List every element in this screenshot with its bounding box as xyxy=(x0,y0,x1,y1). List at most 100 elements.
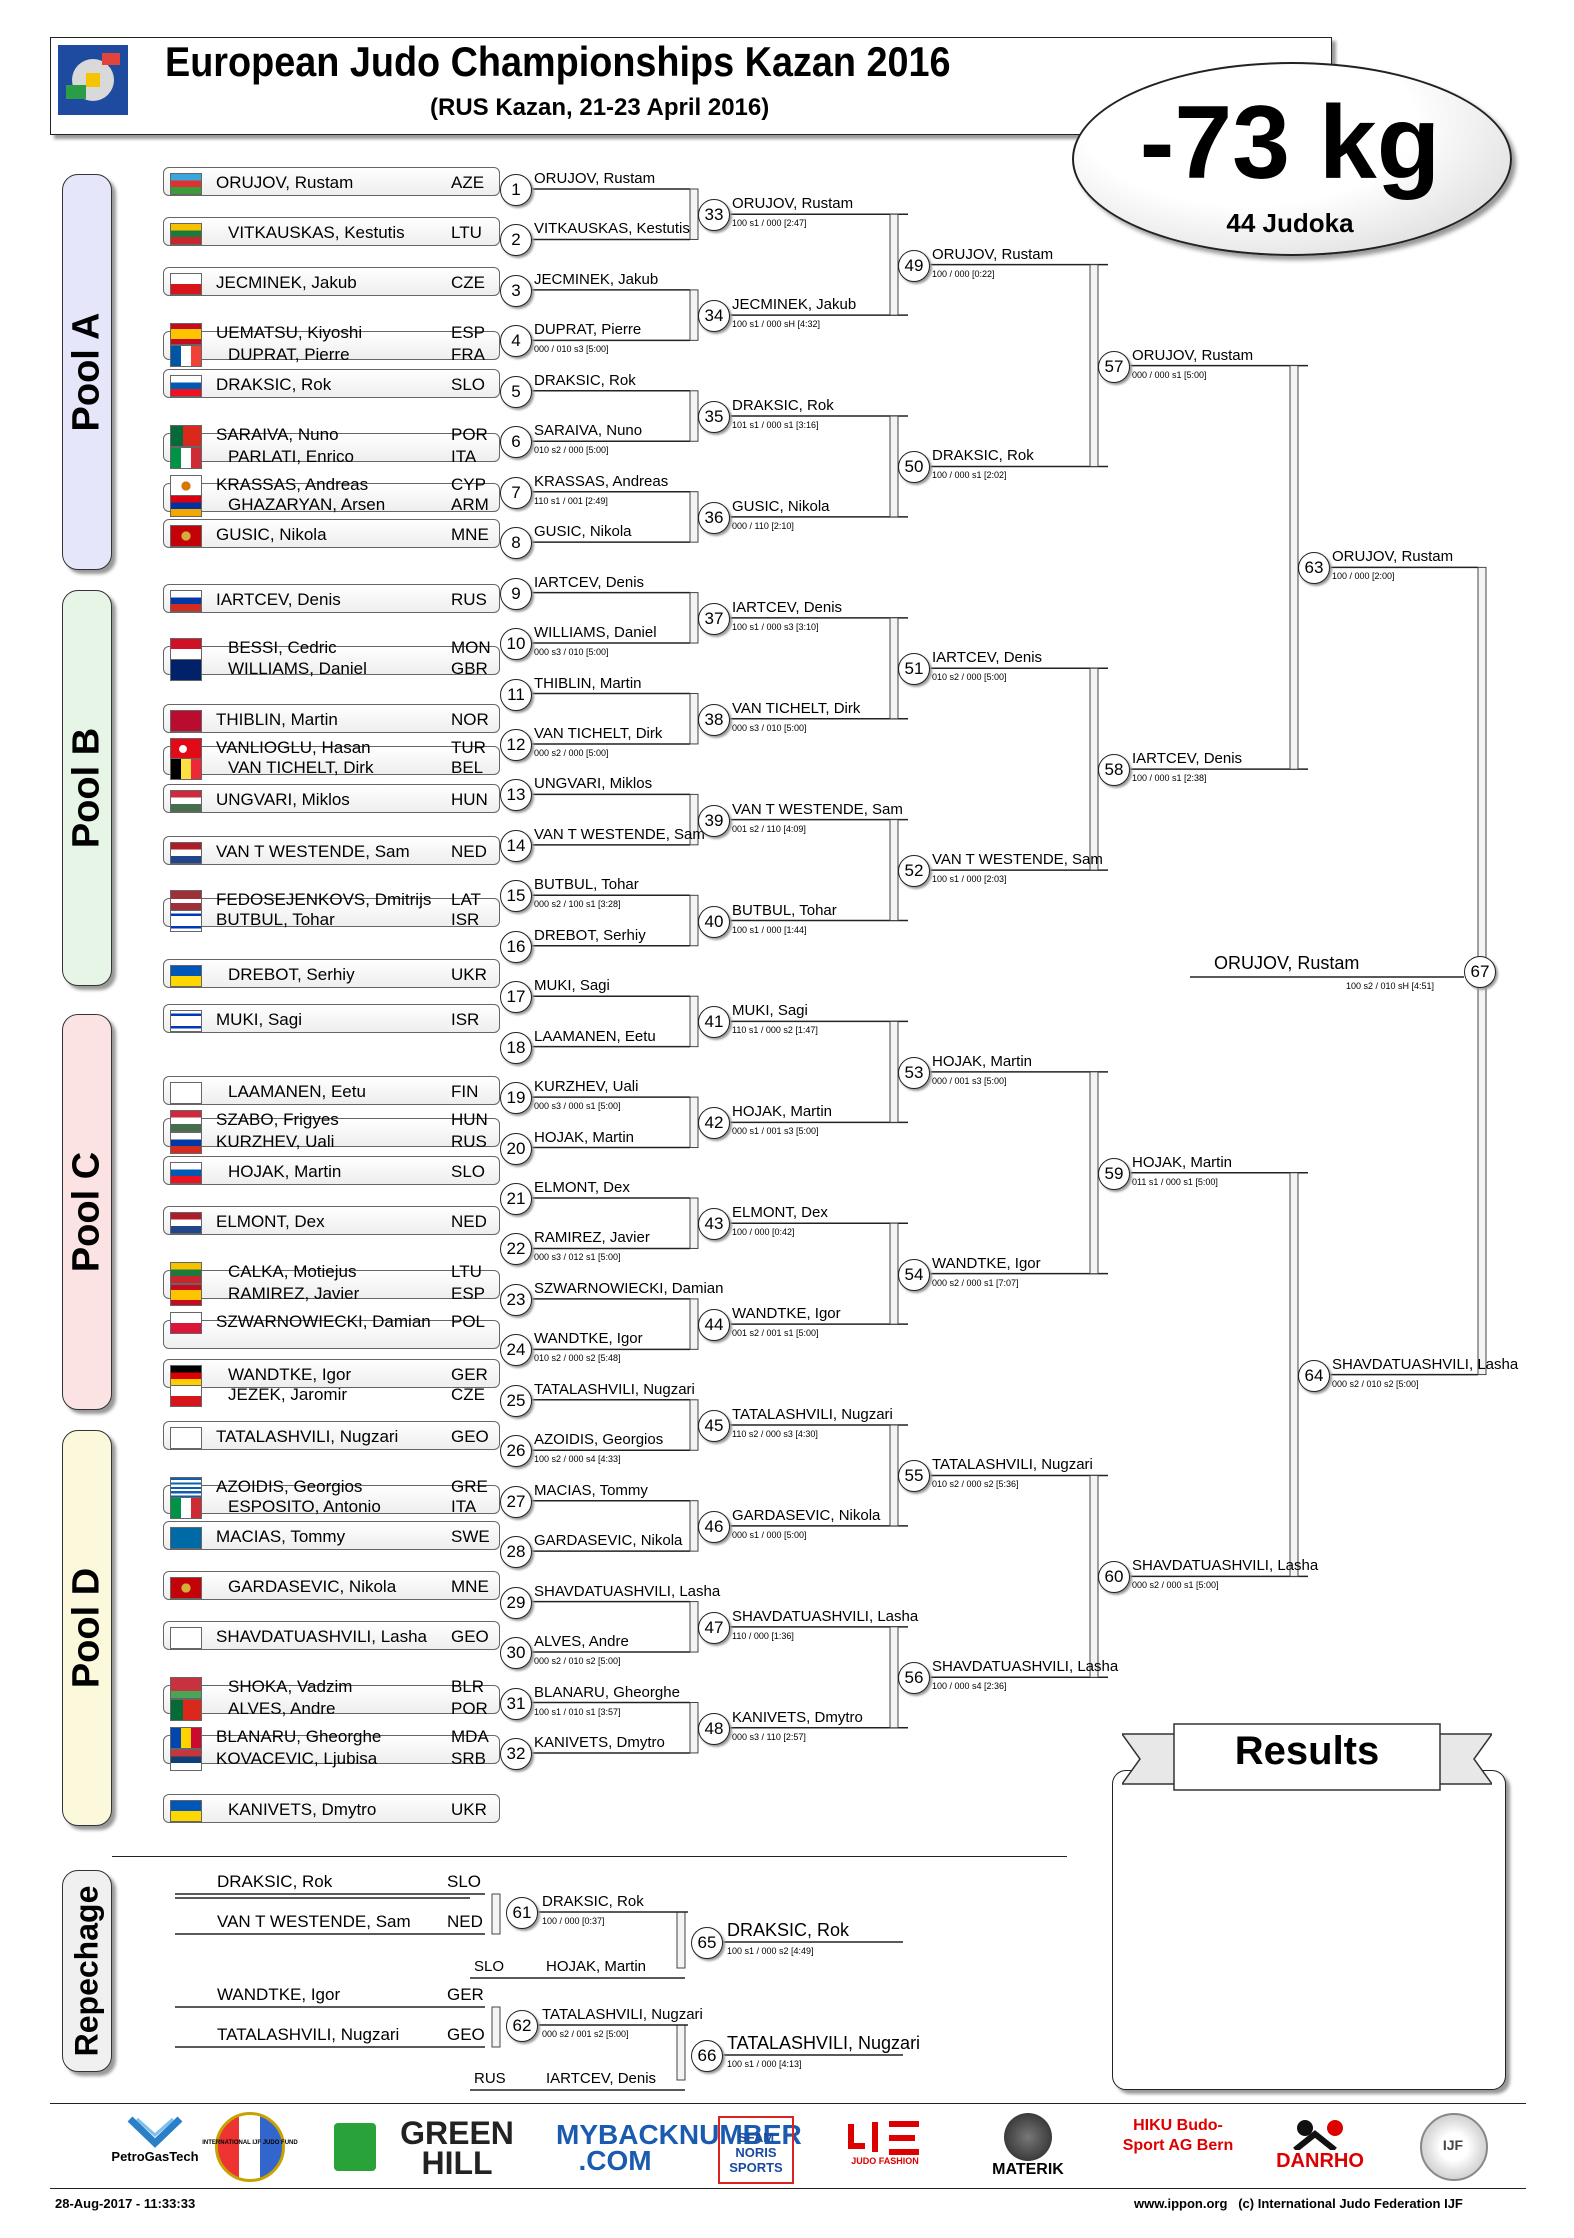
rus-flag-icon xyxy=(170,1132,202,1154)
country-code: CZE xyxy=(451,1385,485,1404)
bronze-opponent-name[interactable]: IARTCEV, Denis xyxy=(546,2070,657,2087)
ukr-flag-icon xyxy=(170,965,202,987)
competitor-name[interactable]: DUPRAT, Pierre xyxy=(228,345,350,364)
footer-timestamp: 28-Aug-2017 - 11:33:33 xyxy=(55,2196,196,2211)
winner-name: DRAKSIC, Rok xyxy=(932,447,1034,465)
sponsor-danrho: DANRHO xyxy=(1270,2116,1370,2180)
competitor-name[interactable]: MUKI, Sagi xyxy=(216,1010,302,1029)
competitor-name[interactable]: WILLIAMS, Daniel xyxy=(228,659,367,678)
winner-name: LAAMANEN, Eetu xyxy=(534,1027,656,1045)
competitor-name[interactable]: VANLIOGLU, Hasan xyxy=(216,738,371,757)
repechage-code: NED xyxy=(447,1912,483,1931)
competitor-name[interactable]: VAN TICHELT, Dirk xyxy=(228,758,374,777)
competitor-name[interactable]: BUTBUL, Tohar xyxy=(216,910,335,929)
winner-name: VAN T WESTENDE, Sam xyxy=(732,800,903,818)
repechage-competitor[interactable]: DRAKSIC, Rok xyxy=(217,1872,333,1891)
competitor-name[interactable]: GARDASEVIC, Nikola xyxy=(228,1577,397,1596)
hun-flag-icon xyxy=(170,1110,202,1132)
winner-name: MUKI, Sagi xyxy=(732,1002,808,1020)
competitor-name[interactable]: UNGVARI, Miklos xyxy=(216,790,350,809)
winner-name: GUSIC, Nikola xyxy=(732,497,830,515)
country-code: MNE xyxy=(451,525,489,544)
competitor-name[interactable]: THIBLIN, Martin xyxy=(216,710,338,729)
repechage-competitor[interactable]: VAN T WESTENDE, Sam xyxy=(217,1912,411,1931)
match-number: 40 xyxy=(698,905,730,938)
competitor-name[interactable]: ELMONT, Dex xyxy=(216,1212,325,1231)
competitor-name[interactable]: VAN T WESTENDE, Sam xyxy=(216,842,410,861)
entry-box xyxy=(163,646,500,675)
isr-flag-icon xyxy=(170,1010,202,1032)
arm-flag-icon xyxy=(170,495,202,517)
winner-name: ALVES, Andre xyxy=(534,1633,629,1651)
rus-flag-icon xyxy=(170,590,202,612)
bronze-opponent-name[interactable]: HOJAK, Martin xyxy=(546,1958,647,1975)
competitor-name[interactable]: BESSI, Cedric xyxy=(228,638,337,657)
winner-name: HOJAK, Martin xyxy=(534,1128,635,1146)
repechage-winner: DRAKSIC, Rok xyxy=(727,1920,850,1940)
winner-name: WANDTKE, Igor xyxy=(932,1254,1041,1272)
repechage-competitor[interactable]: TATALASHVILI, Nugzari xyxy=(217,2025,400,2044)
competitor-name[interactable]: WANDTKE, Igor xyxy=(228,1365,352,1384)
competitor-name[interactable]: MACIAS, Tommy xyxy=(216,1527,346,1546)
competitor-name[interactable]: SZWARNOWIECKI, Damian xyxy=(216,1312,431,1331)
competitor-name[interactable]: BLANARU, Gheorghe xyxy=(216,1727,382,1746)
fra-flag-icon xyxy=(170,345,202,367)
competitor-name[interactable]: ORUJOV, Rustam xyxy=(216,173,354,192)
competitor-name[interactable]: HOJAK, Martin xyxy=(228,1162,342,1181)
competitor-name[interactable]: KOVACEVIC, Ljubisa xyxy=(216,1749,378,1768)
competitor-name[interactable]: ALVES, Andre xyxy=(228,1699,336,1718)
competitor-name[interactable]: RAMIREZ, Javier xyxy=(228,1284,360,1303)
match-number: 23 xyxy=(500,1283,532,1316)
competitor-name[interactable]: DREBOT, Serhiy xyxy=(228,965,355,984)
winner-name: DRAKSIC, Rok xyxy=(534,371,636,389)
competitor-name[interactable]: JEZEK, Jaromir xyxy=(228,1385,348,1404)
match-score: 100 s2 / 000 s4 [4:33] xyxy=(534,1454,621,1465)
competitor-name[interactable]: KRASSAS, Andreas xyxy=(216,475,369,494)
match-number: 58 xyxy=(1098,754,1130,787)
competitor-name[interactable]: GUSIC, Nikola xyxy=(216,525,327,544)
competitor-name[interactable]: TATALASHVILI, Nugzari xyxy=(216,1427,399,1446)
competitor-name[interactable]: ESPOSITO, Antonio xyxy=(228,1497,381,1516)
match-number: 34 xyxy=(698,300,730,333)
competitor-name[interactable]: CALKA, Motiejus xyxy=(228,1262,357,1281)
entry-box xyxy=(163,267,500,296)
match-score: 000 s1 / 001 s3 [5:00] xyxy=(732,1126,819,1137)
winner-name: BUTBUL, Tohar xyxy=(534,876,639,894)
competitor-name[interactable]: JECMINEK, Jakub xyxy=(216,273,357,292)
winner-name: SZWARNOWIECKI, Damian xyxy=(534,1279,724,1297)
competitor-name[interactable]: FEDOSEJENKOVS, Dmitrijs xyxy=(216,890,432,909)
pool-b-tab: Pool B xyxy=(62,590,112,986)
winner-name: KURZHEV, Uali xyxy=(534,1078,639,1096)
competitor-name[interactable]: VITKAUSKAS, Kestutis xyxy=(228,223,405,242)
match-number: 14 xyxy=(500,829,532,862)
competitor-name[interactable]: GHAZARYAN, Arsen xyxy=(228,495,386,514)
repechage-separator xyxy=(112,1856,1067,1857)
competitor-name[interactable]: KANIVETS, Dmytro xyxy=(228,1800,377,1819)
competitor-name[interactable]: SZABO, Frigyes xyxy=(216,1110,339,1129)
competitor-name[interactable]: DRAKSIC, Rok xyxy=(216,375,332,394)
competitor-name[interactable]: PARLATI, Enrico xyxy=(228,447,354,466)
match-number: 33 xyxy=(698,199,730,232)
competitor-name[interactable]: IARTCEV, Denis xyxy=(216,590,341,609)
round-connector xyxy=(889,1626,899,1729)
competitor-name[interactable]: SHOKA, Vadzim xyxy=(228,1677,353,1696)
competitor-name[interactable]: KURZHEV, Uali xyxy=(216,1132,335,1151)
match-number: 36 xyxy=(698,501,730,534)
competitor-name[interactable]: SHAVDATUASHVILI, Lasha xyxy=(216,1627,428,1646)
repechage-competitor[interactable]: WANDTKE, Igor xyxy=(217,1985,341,2004)
sponsor-sfam-noris: SFAM NORIS SPORTS xyxy=(718,2116,794,2184)
country-code: MNE xyxy=(451,1577,489,1596)
match-number: 64 xyxy=(1298,1359,1330,1392)
hun-flag-icon xyxy=(170,790,202,812)
match-score: 100 / 000 s1 [2:38] xyxy=(1132,773,1207,784)
match-score: 000 s3 / 010 [5:00] xyxy=(534,647,609,658)
page-subtitle: (RUS Kazan, 21-23 April 2016) xyxy=(430,94,770,121)
competitor-name[interactable]: AZOIDIS, Georgios xyxy=(216,1477,363,1496)
round-connector xyxy=(1089,1071,1099,1275)
competitor-name[interactable]: UEMATSU, Kiyoshi xyxy=(216,323,363,342)
match-number: 13 xyxy=(500,779,532,812)
competitor-name[interactable]: SARAIVA, Nuno xyxy=(216,425,339,444)
bel-flag-icon xyxy=(170,758,202,780)
competitor-name[interactable]: LAAMANEN, Eetu xyxy=(228,1082,366,1101)
match-score: 010 s2 / 000 [5:00] xyxy=(534,445,609,456)
